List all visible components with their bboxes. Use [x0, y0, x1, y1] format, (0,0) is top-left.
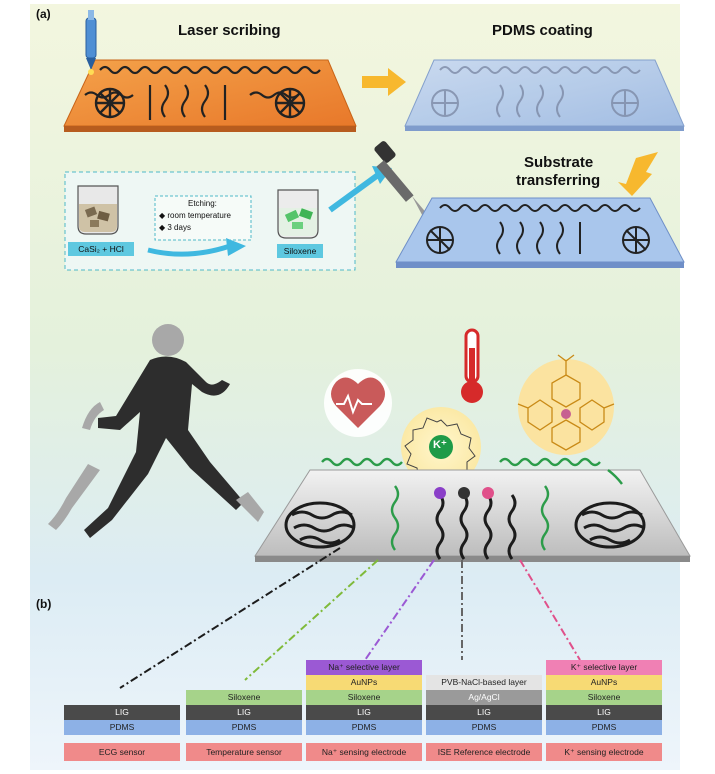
- stack-layer: PDMS: [64, 720, 180, 735]
- running-person-icon: [48, 324, 264, 538]
- na-electrode-dot: [434, 487, 446, 499]
- leader-lines: [119, 547, 581, 689]
- stack-layer: K⁺ selective layer: [546, 660, 662, 675]
- beaker-siloxene-icon: [277, 189, 319, 239]
- stack-layer: PDMS: [426, 720, 542, 735]
- reference-electrode-dot: [458, 487, 470, 499]
- leader-na: [364, 559, 435, 661]
- sensor-label: ISE Reference electrode: [426, 743, 542, 761]
- sensor-label: K⁺ sensing electrode: [546, 743, 662, 761]
- stack-layer: PDMS: [306, 720, 422, 735]
- pdms-coating-title: PDMS coating: [492, 22, 593, 39]
- stack-layer: Na⁺ selective layer: [306, 660, 422, 675]
- sensor-label: Temperature sensor: [186, 743, 302, 761]
- stack-layer: LIG: [186, 705, 302, 720]
- thermometer-icon: [461, 328, 483, 403]
- transferred-substrate: [395, 197, 685, 268]
- arrow-to-pipette-icon: [328, 172, 380, 213]
- laser-scribing-substrate: [63, 10, 357, 132]
- pdms-coated-substrate: [404, 59, 685, 131]
- bullet-diamond-icon: ◆: [159, 223, 168, 232]
- leader-temperature: [244, 559, 379, 681]
- etching-box: [154, 195, 252, 241]
- heart-rate-icon: [324, 369, 392, 437]
- stack-layer: LIG: [64, 705, 180, 720]
- substrate-transfer-title-line1: Substrate: [524, 154, 594, 171]
- product-label: Siloxene: [277, 244, 323, 258]
- ionophore-molecule-icon: [517, 354, 615, 455]
- k-ion-label: K⁺: [433, 439, 447, 451]
- substrate-transfer-title-line2: transferring: [516, 172, 601, 189]
- stack-layer: LIG: [306, 705, 422, 720]
- reactant-label: CaSi₂ + HCl: [68, 242, 134, 256]
- leader-k: [519, 559, 581, 661]
- stack-layer: PVB-NaCl-based layer: [426, 675, 542, 690]
- arrow-to-pdms-icon: [362, 68, 406, 96]
- beaker-reactant-icon: [77, 185, 119, 235]
- stack-layer: Siloxene: [306, 690, 422, 705]
- sensor-label: ECG sensor: [64, 743, 180, 761]
- etching-item: ◆ 3 days: [159, 223, 191, 232]
- laser-scribing-title: Laser scribing: [178, 22, 281, 39]
- k-electrode-dot: [482, 487, 494, 499]
- bullet-diamond-icon: ◆: [159, 211, 168, 220]
- k-ionophore-icon: [401, 407, 481, 487]
- stack-layer: Siloxene: [546, 690, 662, 705]
- etching-arrow-icon: [147, 243, 231, 257]
- panel-b-letter: (b): [36, 597, 52, 611]
- etching-item: ◆ room temperature: [159, 211, 231, 220]
- arrow-to-transfer-icon: [618, 152, 658, 196]
- etching-title: Etching:: [188, 199, 217, 208]
- stack-layer: Ag/AgCl: [426, 690, 542, 705]
- stack-layer: Siloxene: [186, 690, 302, 705]
- leader-ecg: [119, 547, 341, 689]
- wearable-device: [254, 457, 691, 562]
- stack-layer: LIG: [546, 705, 662, 720]
- stack-layer: AuNPs: [306, 675, 422, 690]
- laser-pen-icon: [85, 10, 97, 75]
- panel-a-letter: (a): [36, 7, 51, 21]
- sensor-label: Na⁺ sensing electrode: [306, 743, 422, 761]
- stack-layer: LIG: [426, 705, 542, 720]
- stack-layer: AuNPs: [546, 675, 662, 690]
- stack-layer: PDMS: [546, 720, 662, 735]
- stack-layer: PDMS: [186, 720, 302, 735]
